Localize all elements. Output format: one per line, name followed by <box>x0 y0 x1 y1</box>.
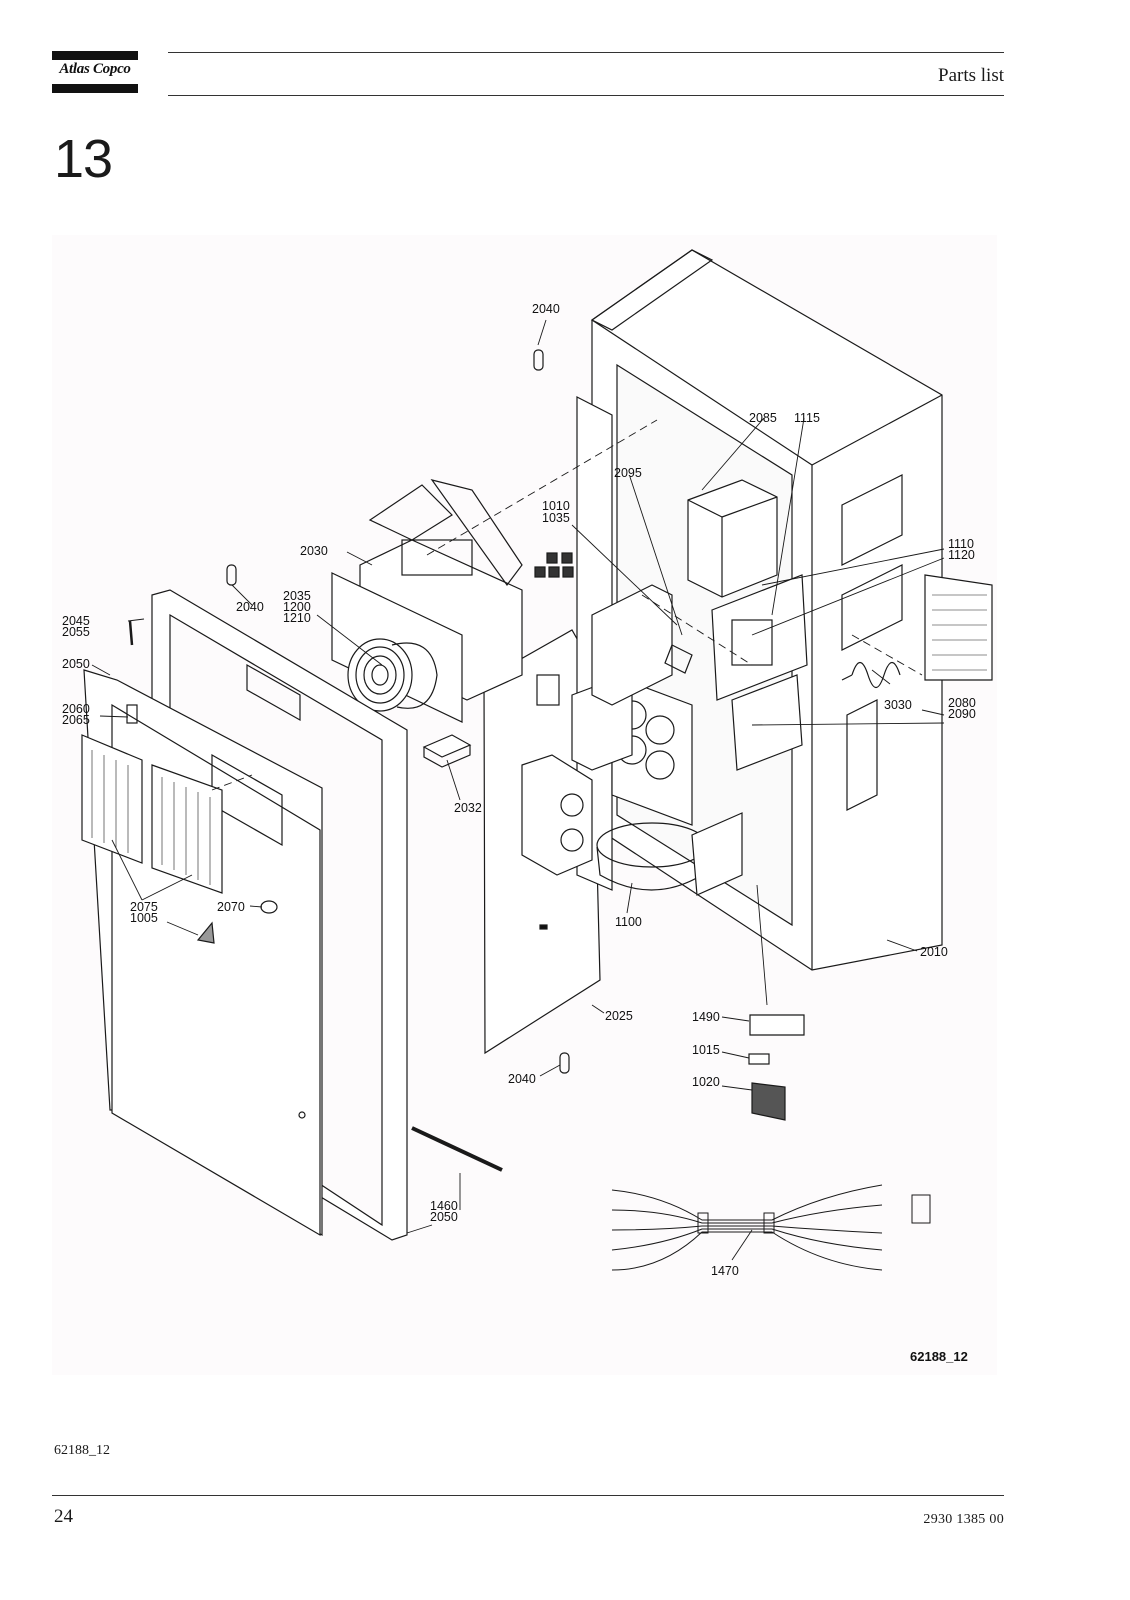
section-number: 13 <box>54 129 113 189</box>
callout-2040-bottom: 2040 <box>508 1072 536 1086</box>
callout-2050-gasket: 2050 <box>430 1210 458 1224</box>
drawing-canvas: 2040 2085 1115 2095 1010 1035 2030 1110 … <box>62 249 993 1364</box>
bracket-2032 <box>422 734 472 758</box>
callout-2085: 2085 <box>749 411 777 425</box>
exploded-parts-drawing: 2040 2085 1115 2095 1010 1035 2030 1110 … <box>52 235 997 1375</box>
callout-2090: 2090 <box>948 707 976 721</box>
drawing-reference: 62188_12 <box>910 1349 968 1364</box>
logo-bar-bottom <box>52 84 138 93</box>
callout-1470: 1470 <box>711 1264 739 1278</box>
callout-2030: 2030 <box>300 544 328 558</box>
callout-2070: 2070 <box>217 900 245 914</box>
callout-2060: 2060 <box>62 702 90 716</box>
callout-2095: 2095 <box>614 466 642 480</box>
logo-wordmark: Atlas Copco <box>59 61 131 77</box>
callout-1100: 1100 <box>615 915 642 929</box>
logo-bar-top <box>52 51 138 60</box>
callout-1010: 1010 <box>542 499 570 513</box>
callout-1035: 1035 <box>542 511 570 525</box>
callout-2035: 2035 <box>283 589 311 603</box>
callout-1460: 1460 <box>430 1199 458 1213</box>
assembly-guides <box>211 419 923 791</box>
callout-2080: 2080 <box>948 696 976 710</box>
footer-rule <box>52 1495 1004 1496</box>
callout-1020: 1020 <box>692 1075 720 1089</box>
atlas-copco-logo: Atlas Copco <box>52 51 138 93</box>
electrical-components <box>521 479 808 896</box>
callout-2025: 2025 <box>605 1009 633 1023</box>
callout-2032: 2032 <box>454 801 482 815</box>
bracket-2032-edge <box>423 745 471 768</box>
small-parts <box>126 349 901 1172</box>
callout-2055: 2055 <box>62 625 90 639</box>
labels-decals <box>748 1014 805 1121</box>
image-reference: 62188_12 <box>54 1443 110 1458</box>
warning-stickers <box>534 552 574 578</box>
callout-1120: 1120 <box>948 548 975 562</box>
callout-2040-left: 2040 <box>236 600 264 614</box>
callout-3030: 3030 <box>884 698 912 712</box>
callout-2075: 2075 <box>130 900 158 914</box>
callout-1210: 1210 <box>283 611 311 625</box>
document-number: 2930 1385 00 <box>923 1512 1004 1527</box>
document-type: Parts list <box>938 65 1004 86</box>
cable-harness-1470 <box>611 1184 931 1271</box>
callout-2045: 2045 <box>62 614 90 628</box>
header-rule-bottom <box>168 95 1004 96</box>
callout-1490: 1490 <box>692 1010 720 1024</box>
header-rule-top <box>168 52 1004 53</box>
leader-lines <box>91 319 945 1261</box>
page-number: 24 <box>54 1506 73 1527</box>
filter-grilles <box>81 574 993 894</box>
callout-1015: 1015 <box>692 1043 720 1057</box>
callout-1200: 1200 <box>283 600 311 614</box>
callout-1110: 1110 <box>948 537 974 551</box>
part-callouts: 2040 2085 1115 2095 1010 1035 2030 1110 … <box>62 302 976 1364</box>
callout-2010: 2010 <box>920 945 948 959</box>
callout-2040: 2040 <box>532 302 560 316</box>
callout-2050-frame: 2050 <box>62 657 90 671</box>
callout-1115: 1115 <box>794 411 820 425</box>
callout-2065: 2065 <box>62 713 90 727</box>
callout-1005: 1005 <box>130 911 158 925</box>
fan-assembly <box>331 572 463 723</box>
